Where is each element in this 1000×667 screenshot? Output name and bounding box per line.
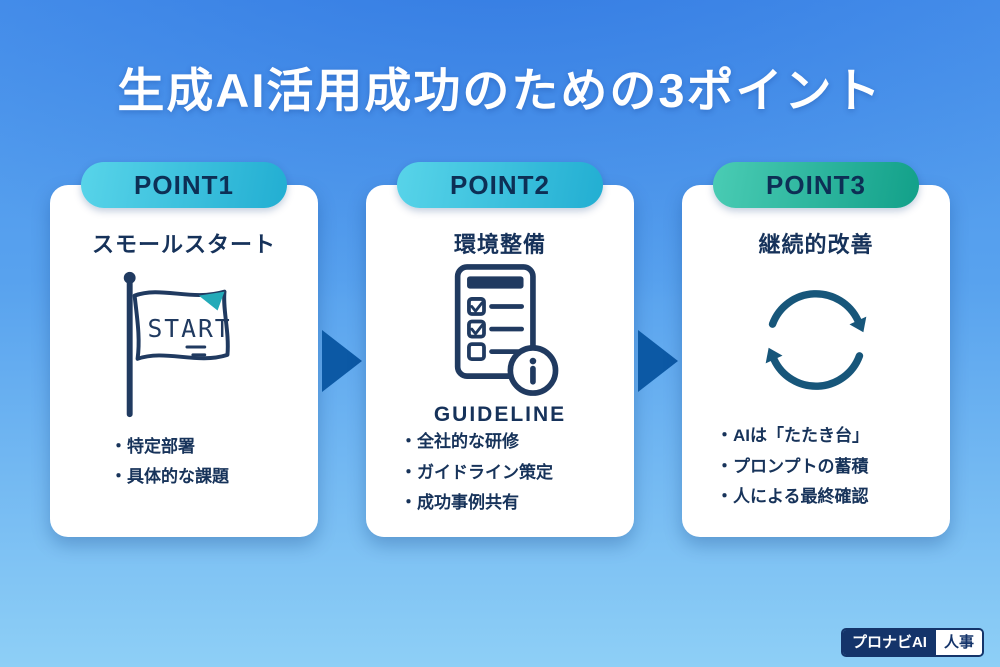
brand-logo-primary: プロナビAI bbox=[842, 630, 936, 655]
point3-heading: 継続的改善 bbox=[758, 232, 874, 257]
point1-card: POINT1 スモールスタート START ・特定部署 ・具体的な課題 bbox=[50, 162, 318, 537]
point3-card: POINT3 継続的改善 ・AIは「たたき台」 ・プロンプトの蓄積 ・人による最… bbox=[682, 162, 950, 537]
bullet-item: ・ガイドライン策定 bbox=[400, 462, 553, 482]
point3-badge: POINT3 bbox=[713, 162, 919, 208]
brand-logo: プロナビAI 人事 bbox=[840, 628, 984, 657]
bullet-item: ・人による最終確認 bbox=[716, 487, 869, 507]
guideline-label: GUIDELINE bbox=[433, 403, 567, 426]
point1-badge: POINT1 bbox=[81, 162, 287, 208]
point1-heading: スモールスタート bbox=[91, 232, 276, 257]
arrow-right-icon bbox=[638, 330, 678, 392]
guideline-checklist-icon bbox=[454, 264, 559, 396]
bullet-item: ・具体的な課題 bbox=[110, 467, 229, 487]
point2-bullet-list: ・全社的な研修 ・ガイドライン策定 ・成功事例共有 bbox=[386, 427, 614, 519]
start-flag-label: START bbox=[147, 315, 231, 344]
point2-badge: POINT2 bbox=[397, 162, 603, 208]
arrow-right-icon bbox=[322, 330, 362, 392]
arrow-gap-2 bbox=[634, 185, 682, 537]
point1-icon-area: START bbox=[70, 259, 298, 432]
flag-corner-accent bbox=[198, 292, 225, 311]
point3-badge-label: POINT3 bbox=[766, 169, 866, 200]
points-row: POINT1 スモールスタート START ・特定部署 ・具体的な課題 bbox=[0, 162, 1000, 537]
point1-bullet-list: ・特定部署 ・具体的な課題 bbox=[70, 432, 298, 493]
cycle-arrows-icon bbox=[765, 290, 867, 390]
point2-card: POINT2 環境整備 bbox=[366, 162, 634, 537]
bullet-item: ・全社的な研修 bbox=[400, 432, 519, 451]
start-flag-icon: START bbox=[123, 272, 231, 418]
brand-logo-secondary: 人事 bbox=[935, 630, 982, 655]
point2-icon-area: GUIDELINE bbox=[386, 259, 614, 427]
arrow-gap-1 bbox=[318, 185, 366, 537]
bullet-item: ・成功事例共有 bbox=[400, 493, 519, 513]
point3-icon-area bbox=[702, 259, 930, 421]
point3-bullet-list: ・AIは「たたき台」 ・プロンプトの蓄積 ・人による最終確認 bbox=[702, 421, 930, 513]
point2-heading: 環境整備 bbox=[453, 232, 546, 257]
bullet-item: ・AIは「たたき台」 bbox=[716, 426, 869, 446]
point1-badge-label: POINT1 bbox=[134, 169, 234, 200]
bullet-item: ・特定部署 bbox=[110, 436, 195, 456]
bullet-item: ・プロンプトの蓄積 bbox=[716, 456, 869, 476]
page-title: 生成AI活用成功のための3ポイント bbox=[117, 64, 883, 117]
point2-badge-label: POINT2 bbox=[450, 169, 550, 200]
